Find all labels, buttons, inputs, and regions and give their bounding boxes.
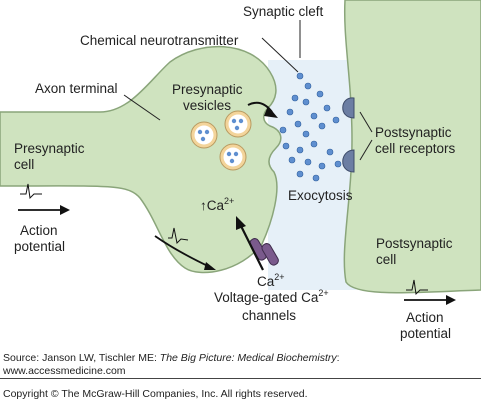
label-action-potential-left-1: Action [20, 223, 58, 238]
footer-divider [0, 378, 481, 379]
calcium-channel [249, 238, 279, 266]
presynaptic-terminal [0, 45, 282, 274]
label-synaptic-cleft: Synaptic cleft [243, 4, 324, 19]
label-presynaptic-vesicles-1: Presynaptic [172, 82, 243, 97]
label-exocytosis: Exocytosis [288, 188, 353, 203]
source-suffix: : [336, 352, 340, 364]
source-title: The Big Picture: Medical Biochemistry [159, 352, 337, 364]
label-vgcc-1: Voltage-gated Ca2+ [214, 288, 329, 305]
label-action-potential-left-2: potential [14, 239, 65, 254]
label-ca-influx: ↑Ca2+ [200, 196, 234, 213]
leader-neurotransmitter [261, 37, 299, 73]
label-chemical-neurotransmitter: Chemical neurotransmitter [80, 33, 239, 48]
label-presynaptic-cell-1: Presynaptic [14, 141, 85, 156]
vesicle-3 [219, 143, 247, 171]
fusion-arrowhead [264, 106, 278, 118]
leader-receptor-lower [359, 139, 373, 161]
label-ca-ion: Ca2+ [257, 272, 285, 289]
label-action-potential-right-1: Action [406, 310, 444, 325]
source-prefix: Source: Janson LW, Tischler ME: [3, 352, 160, 364]
action-potential-arrowhead-right [446, 295, 456, 305]
action-potential-arrowhead-left [60, 205, 70, 215]
label-postsynaptic-receptors-1: Postsynaptic [375, 125, 452, 140]
vesicle-1 [190, 121, 218, 149]
leader-axon-terminal [123, 94, 161, 121]
synapse-diagram: Synaptic cleft Chemical neurotransmitter… [0, 0, 481, 341]
label-vgcc-2: channels [242, 308, 296, 323]
leader-receptor-upper [359, 111, 373, 133]
source-url: www.accessmedicine.com [3, 365, 126, 377]
label-action-potential-right-2: potential [400, 326, 451, 341]
label-axon-terminal: Axon terminal [35, 81, 118, 96]
source-citation: Source: Janson LW, Tischler ME: The Big … [3, 352, 340, 378]
propagation-spike [168, 227, 189, 245]
label-postsynaptic-receptors-2: cell receptors [375, 141, 456, 156]
calcium-influx-arrow [239, 223, 264, 271]
calcium-influx-arrowhead [236, 216, 246, 230]
postsynaptic-cell [343, 0, 481, 294]
action-potential-trace-left [20, 183, 42, 200]
synaptic-cleft-area [268, 60, 356, 290]
copyright: Copyright © The McGraw-Hill Companies, I… [3, 388, 308, 400]
receptor-upper [342, 97, 355, 119]
vesicle-2 [224, 110, 252, 138]
neurotransmitter-molecules [279, 72, 342, 182]
receptor-lower [342, 149, 355, 173]
action-potential-trace-right [406, 279, 428, 296]
label-postsynaptic-cell-2: cell [376, 252, 396, 267]
label-presynaptic-vesicles-2: vesicles [183, 98, 231, 113]
label-presynaptic-cell-2: cell [14, 157, 34, 172]
label-postsynaptic-cell-1: Postsynaptic [376, 236, 453, 251]
propagation-arrowhead [204, 262, 216, 270]
